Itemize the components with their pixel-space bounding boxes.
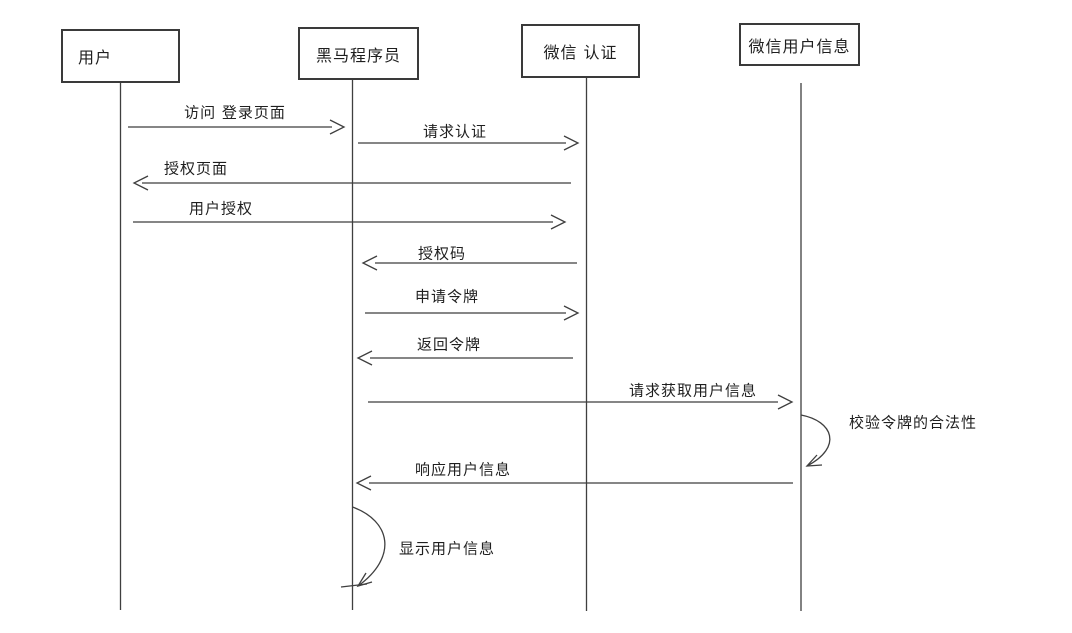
self-loop-verify-token xyxy=(800,414,831,467)
actor-label-user: 用户 xyxy=(78,48,113,67)
arrow-request-userinfo xyxy=(368,394,794,410)
message-label-display-userinfo: 显示用户信息 xyxy=(398,539,496,558)
arrow-return-token xyxy=(356,350,573,366)
message-label-request-userinfo: 请求获取用户信息 xyxy=(628,381,758,400)
message-label-visit-login-page: 访问 登录页面 xyxy=(184,103,286,122)
message-label-user-authorize: 用户授权 xyxy=(188,199,254,218)
arrow-request-auth xyxy=(358,135,580,151)
self-loop-display-userinfo xyxy=(340,506,386,588)
arrow-apply-token xyxy=(365,305,580,321)
actor-label-wechat-userinfo: 微信用户信息 xyxy=(748,36,851,56)
message-label-respond-userinfo: 响应用户信息 xyxy=(414,460,512,479)
arrow-respond-userinfo xyxy=(355,475,793,491)
arrow-auth-code xyxy=(361,255,577,271)
message-label-verify-token: 校验令牌的合法性 xyxy=(848,413,978,432)
actor-label-wechat-auth: 微信 认证 xyxy=(543,43,618,62)
arrow-visit-login-page xyxy=(128,119,346,135)
actor-box-wechat-userinfo: 微信用户信息 xyxy=(739,23,860,66)
actor-box-user: 用户 xyxy=(61,29,180,83)
actor-box-heima: 黑马程序员 xyxy=(298,27,419,80)
message-label-request-auth: 请求认证 xyxy=(422,122,488,141)
actor-box-wechat-auth: 微信 认证 xyxy=(521,24,640,78)
arrow-auth-page xyxy=(132,175,571,191)
arrow-user-authorize xyxy=(133,214,567,230)
message-label-apply-token: 申请令牌 xyxy=(414,287,480,306)
message-label-return-token: 返回令牌 xyxy=(416,335,482,354)
message-label-auth-page: 授权页面 xyxy=(163,159,229,178)
message-label-auth-code: 授权码 xyxy=(417,244,467,263)
actor-label-heima: 黑马程序员 xyxy=(315,45,401,65)
